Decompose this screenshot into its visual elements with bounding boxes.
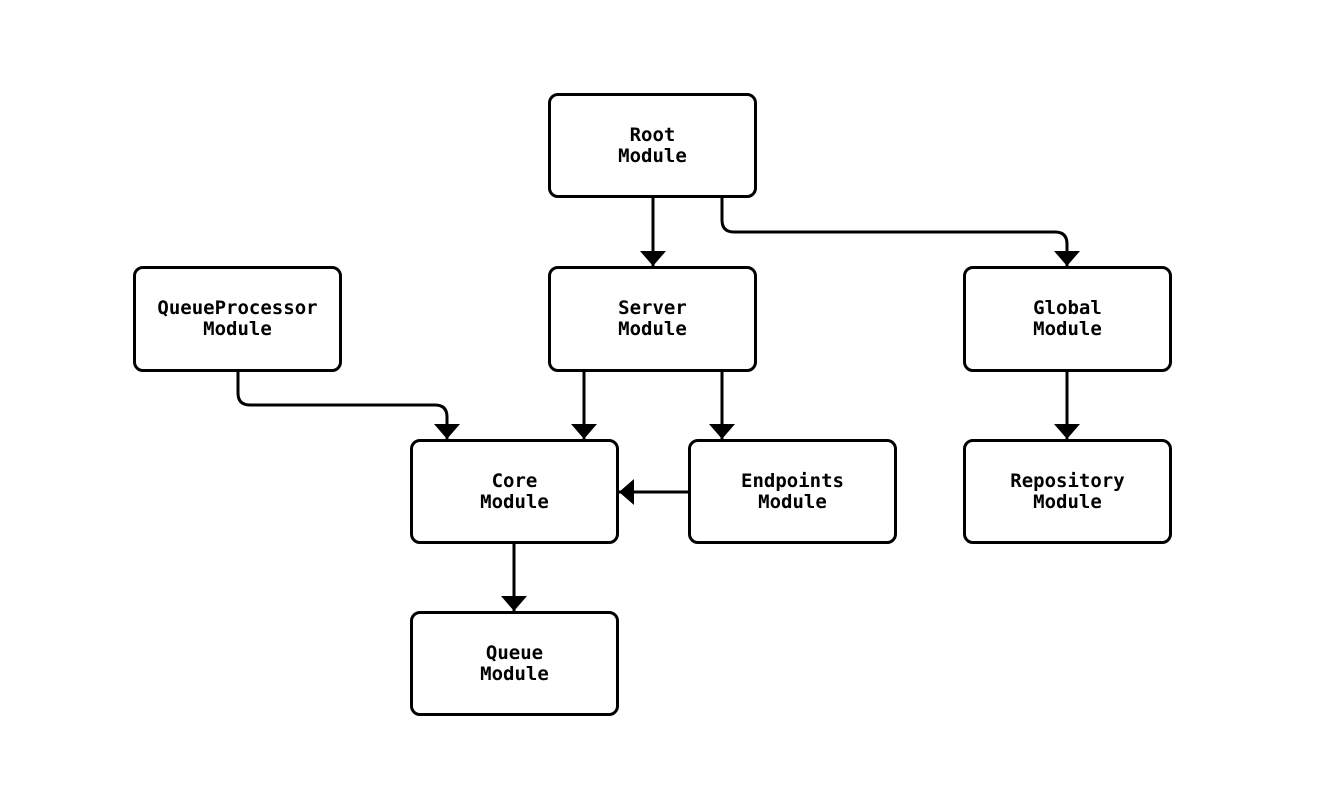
node-label-line: Module: [203, 318, 272, 340]
node-label-line: Module: [758, 490, 827, 513]
edge-queueprocessor-module-to-core-module: [236, 372, 460, 439]
node-label-line: Queue: [485, 641, 544, 664]
node-label-line: Core: [491, 469, 538, 492]
node-label-line: Module: [618, 144, 687, 167]
node-label-line: Module: [480, 490, 549, 513]
node-label-line: Repository: [1010, 469, 1125, 492]
node-label-line: Server: [618, 297, 687, 319]
node-label-line: Endpoints: [741, 469, 844, 492]
node-label-line: Module: [618, 318, 687, 340]
edge-root-module-to-global-module: [720, 198, 1080, 266]
node-label-line: Module: [1033, 490, 1102, 513]
node-label-line: Module: [480, 662, 549, 685]
node-label-line: QueueProcessor: [157, 297, 318, 319]
node-label-line: Global: [1033, 297, 1102, 319]
node-label-line: Module: [1033, 318, 1102, 340]
node-label-line: Root: [629, 123, 676, 146]
